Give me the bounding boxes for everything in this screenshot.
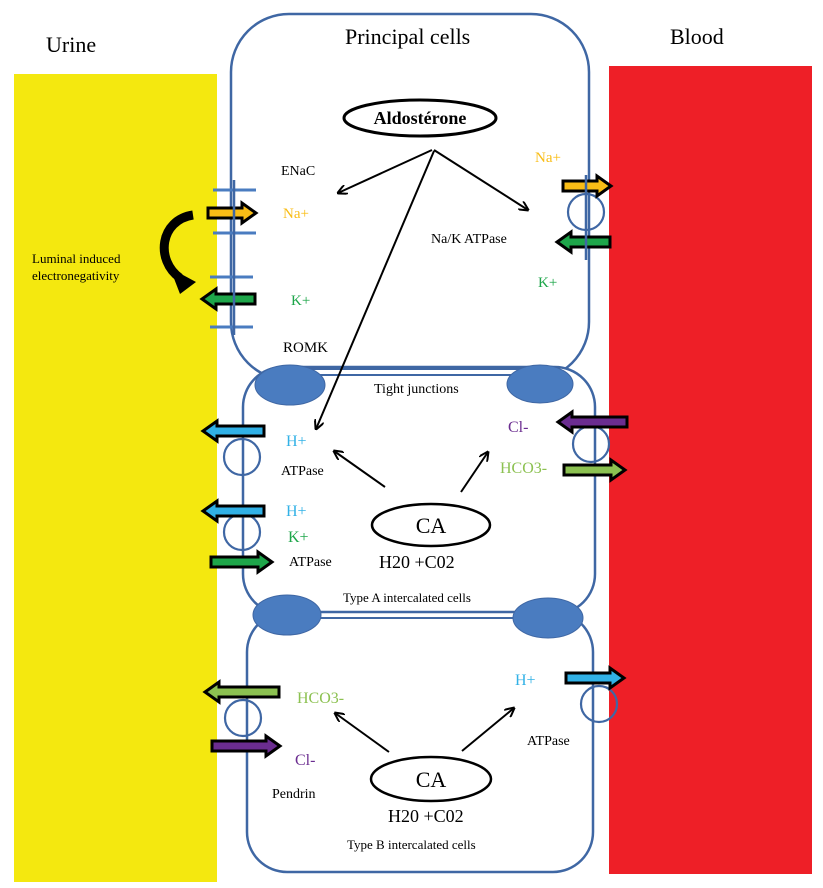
urine-label: Urine — [46, 32, 96, 57]
type-b-cl-label: Cl- — [295, 752, 315, 769]
type-a-ca-arrows — [334, 451, 488, 493]
type-b-cl-arrow — [210, 733, 283, 759]
pendrin-circle — [223, 698, 263, 738]
tight-junction-top-right — [506, 364, 574, 404]
tight-junction-top-left — [254, 364, 326, 406]
type-a-atpase1-label: ATPase — [281, 464, 324, 479]
h-atpase-circle-b — [579, 684, 619, 724]
type-a-substrate-label: H20 +C02 — [379, 552, 455, 572]
type-b-hco3-label: HCO3- — [297, 690, 344, 707]
h-k-atpase-k-arrow — [209, 549, 275, 575]
arrow-to-h-atpase — [316, 150, 435, 429]
h-atpase-arrow-1 — [200, 418, 266, 444]
type-a-hco3-label: HCO3- — [500, 460, 547, 477]
type-b-h-arrow — [564, 665, 627, 691]
principal-cell-membrane — [229, 12, 591, 382]
type-b-atpase-label: ATPase — [527, 734, 570, 749]
type-a-cl-label: Cl- — [508, 419, 528, 436]
na-apical-label: Na+ — [283, 206, 309, 222]
blood-compartment — [609, 66, 812, 874]
electronegativity-label-2: electronegativity — [32, 268, 120, 283]
electronegativity-arrowhead — [170, 268, 196, 294]
type-b-h-label: H+ — [515, 672, 536, 689]
k-apical-arrow — [199, 286, 257, 312]
romk-label: ROMK — [283, 340, 328, 356]
aldosterone-label: Aldostérone — [374, 108, 467, 128]
pendrin-label: Pendrin — [272, 787, 316, 802]
k-basal-arrow — [554, 229, 612, 255]
arrow-to-pump — [433, 149, 528, 210]
aldosterone-arrows — [316, 149, 528, 429]
principal-cell-title: Principal cells — [345, 24, 470, 49]
type-a-ca-oval — [370, 502, 492, 548]
type-a-h1-label: H+ — [286, 433, 307, 450]
urine-compartment — [14, 74, 217, 882]
aldosterone-oval — [342, 98, 498, 138]
na-apical-arrow — [206, 200, 259, 226]
transport-arrows — [199, 173, 629, 759]
type-a-ca-label: CA — [416, 513, 447, 538]
type-a-cl-arrow — [555, 409, 629, 435]
tight-junction-lines — [290, 368, 550, 619]
tight-junction-bottom-right — [512, 597, 584, 639]
k-apical-label: K+ — [291, 293, 310, 309]
electronegativity-label-1: Luminal induced — [32, 251, 121, 266]
h-k-atpase-h-arrow — [200, 498, 266, 524]
k-basal-label: K+ — [538, 275, 557, 291]
na-basal-label: Na+ — [535, 150, 561, 166]
tight-junction-bottom-left — [252, 594, 322, 636]
type-a-h2-label: H+ — [286, 503, 307, 520]
type-a-title: Type A intercalated cells — [343, 590, 471, 605]
type-a-k-label: K+ — [288, 529, 309, 546]
type-b-ca-oval — [369, 755, 493, 803]
type-a-atpase2-label: ATPase — [289, 555, 332, 570]
tight-junctions-label: Tight junctions — [374, 382, 459, 397]
type-a-hco3-arrow — [562, 457, 628, 483]
type-b-substrate-label: H20 +C02 — [388, 806, 464, 826]
blood-label: Blood — [670, 24, 724, 49]
type-b-ca-label: CA — [416, 767, 447, 792]
enac-label: ENaC — [281, 164, 315, 179]
h-atpase-circle-1 — [222, 437, 262, 477]
pump-label: Na/K ATPase — [431, 232, 507, 247]
type-b-hco3-arrow — [202, 679, 281, 705]
channel-bars — [210, 188, 256, 329]
arrow-to-enac — [338, 149, 433, 193]
type-b-ca-arrows — [335, 708, 514, 753]
type-b-title: Type B intercalated cells — [347, 837, 476, 852]
